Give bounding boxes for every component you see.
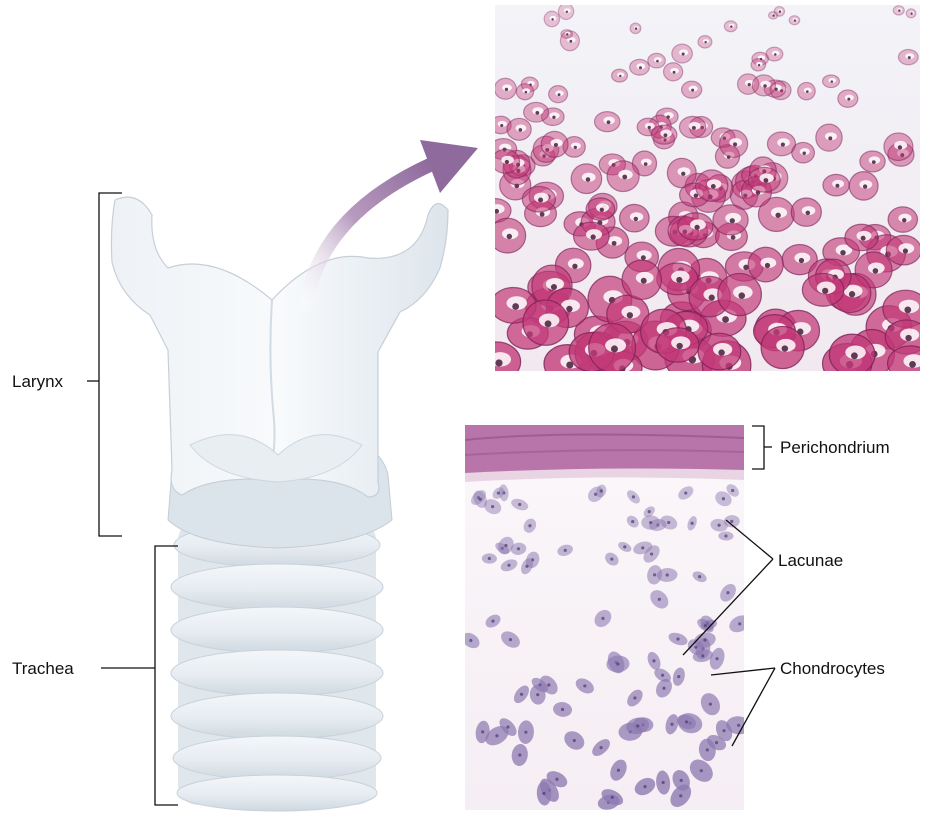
cartilage-cell xyxy=(898,50,918,65)
cartilage-cell xyxy=(489,218,525,253)
cartilage-cell xyxy=(713,205,748,235)
cartilage-cell xyxy=(682,81,702,98)
cartilage-cell xyxy=(516,84,533,100)
trachea-label: Trachea xyxy=(12,659,74,678)
cartilage-cell xyxy=(884,133,913,161)
micrograph-hyaline-cartilage xyxy=(473,3,925,389)
cartilage-cell xyxy=(473,342,521,382)
cartilage-cell xyxy=(751,59,766,71)
cartilage-cell xyxy=(718,273,762,315)
cartilage-cell xyxy=(595,112,620,132)
chondrocytes-label: Chondrocytes xyxy=(780,659,885,678)
perichondrium-label: Perichondrium xyxy=(780,438,890,457)
cartilage-cell xyxy=(816,124,842,151)
trachea-model xyxy=(171,520,383,811)
cartilage-cell xyxy=(648,53,666,67)
tracheal-ring xyxy=(171,564,383,610)
cartilage-cell xyxy=(522,186,555,212)
cartilage-cell xyxy=(544,11,559,27)
cartilage-cell xyxy=(698,333,741,370)
tracheal-ring xyxy=(173,736,381,780)
cartilage-cell xyxy=(752,75,775,96)
cartilage-cell xyxy=(698,36,712,48)
cartilage-cell xyxy=(612,69,628,82)
cartilage-cell xyxy=(802,273,844,306)
cartilage-cell xyxy=(845,224,878,250)
cartilage-cell xyxy=(571,164,602,194)
cartilage-cell xyxy=(724,21,737,32)
cartilage-cell xyxy=(664,63,683,81)
cartilage-cell xyxy=(798,82,816,99)
larynx-model xyxy=(111,197,448,548)
cartilage-cell xyxy=(672,44,693,63)
cartilage-cell xyxy=(849,172,878,200)
cartilage-cell xyxy=(906,9,916,18)
cartilage-cell xyxy=(838,90,858,107)
cartilage-cell xyxy=(651,125,676,144)
tracheal-ring xyxy=(171,607,383,653)
cartilage-cell xyxy=(761,326,804,368)
cartilage-cell xyxy=(656,328,699,362)
tracheal-ring xyxy=(177,775,377,811)
micrograph-chondrocytes xyxy=(459,425,753,812)
cartilage-cell xyxy=(893,6,904,15)
cartilage-cell xyxy=(524,102,549,122)
larynx-label: Larynx xyxy=(12,372,64,391)
cartilage-cell xyxy=(561,30,573,39)
cartilage-cell xyxy=(774,7,784,17)
cartilage-cell xyxy=(549,86,568,103)
cartilage-cell xyxy=(823,174,849,195)
lacunae-label: Lacunae xyxy=(778,551,843,570)
cartilage-cell xyxy=(748,167,780,192)
cartilage-cell xyxy=(888,346,925,381)
cartilage-cell xyxy=(630,59,650,75)
cartilage-cell xyxy=(586,198,615,221)
cartilage-cell xyxy=(748,247,783,282)
cartilage-cell xyxy=(622,260,661,299)
cartilage-cell xyxy=(494,78,516,99)
cartilage-cell xyxy=(823,75,840,88)
cartilage-cell xyxy=(507,118,531,140)
cartilage-cell xyxy=(829,334,875,375)
cartilage-cell xyxy=(791,198,821,226)
cartilage-cell xyxy=(888,207,917,232)
tracheal-ring xyxy=(171,650,383,696)
cartilage-cell xyxy=(886,235,921,265)
cartilage-cell xyxy=(630,23,641,33)
cartilage-cell xyxy=(607,161,639,192)
cartilage-cell xyxy=(620,204,650,232)
cartilage-cell xyxy=(789,16,800,25)
trachea-bracket xyxy=(101,546,178,805)
cartilage-cell xyxy=(492,149,520,173)
cartilage-cell xyxy=(679,116,705,138)
cartilage-cell xyxy=(558,3,573,19)
cartilage-cell xyxy=(523,300,569,345)
perichondrium-layer xyxy=(465,425,744,482)
cartilage-cell xyxy=(860,151,885,172)
tracheal-ring xyxy=(171,693,383,739)
cartilage-cell xyxy=(574,222,610,250)
cartilage-cell xyxy=(767,132,795,156)
cartilage-cell xyxy=(678,213,713,240)
perichondrium-bracket xyxy=(752,426,772,469)
cartilage-cell xyxy=(696,170,728,202)
lacuna xyxy=(641,515,660,529)
cartilage-cell xyxy=(541,131,568,157)
cartilage-cell xyxy=(720,130,748,157)
cartilage-cell xyxy=(589,323,636,372)
thyroid-cartilage xyxy=(111,197,448,497)
